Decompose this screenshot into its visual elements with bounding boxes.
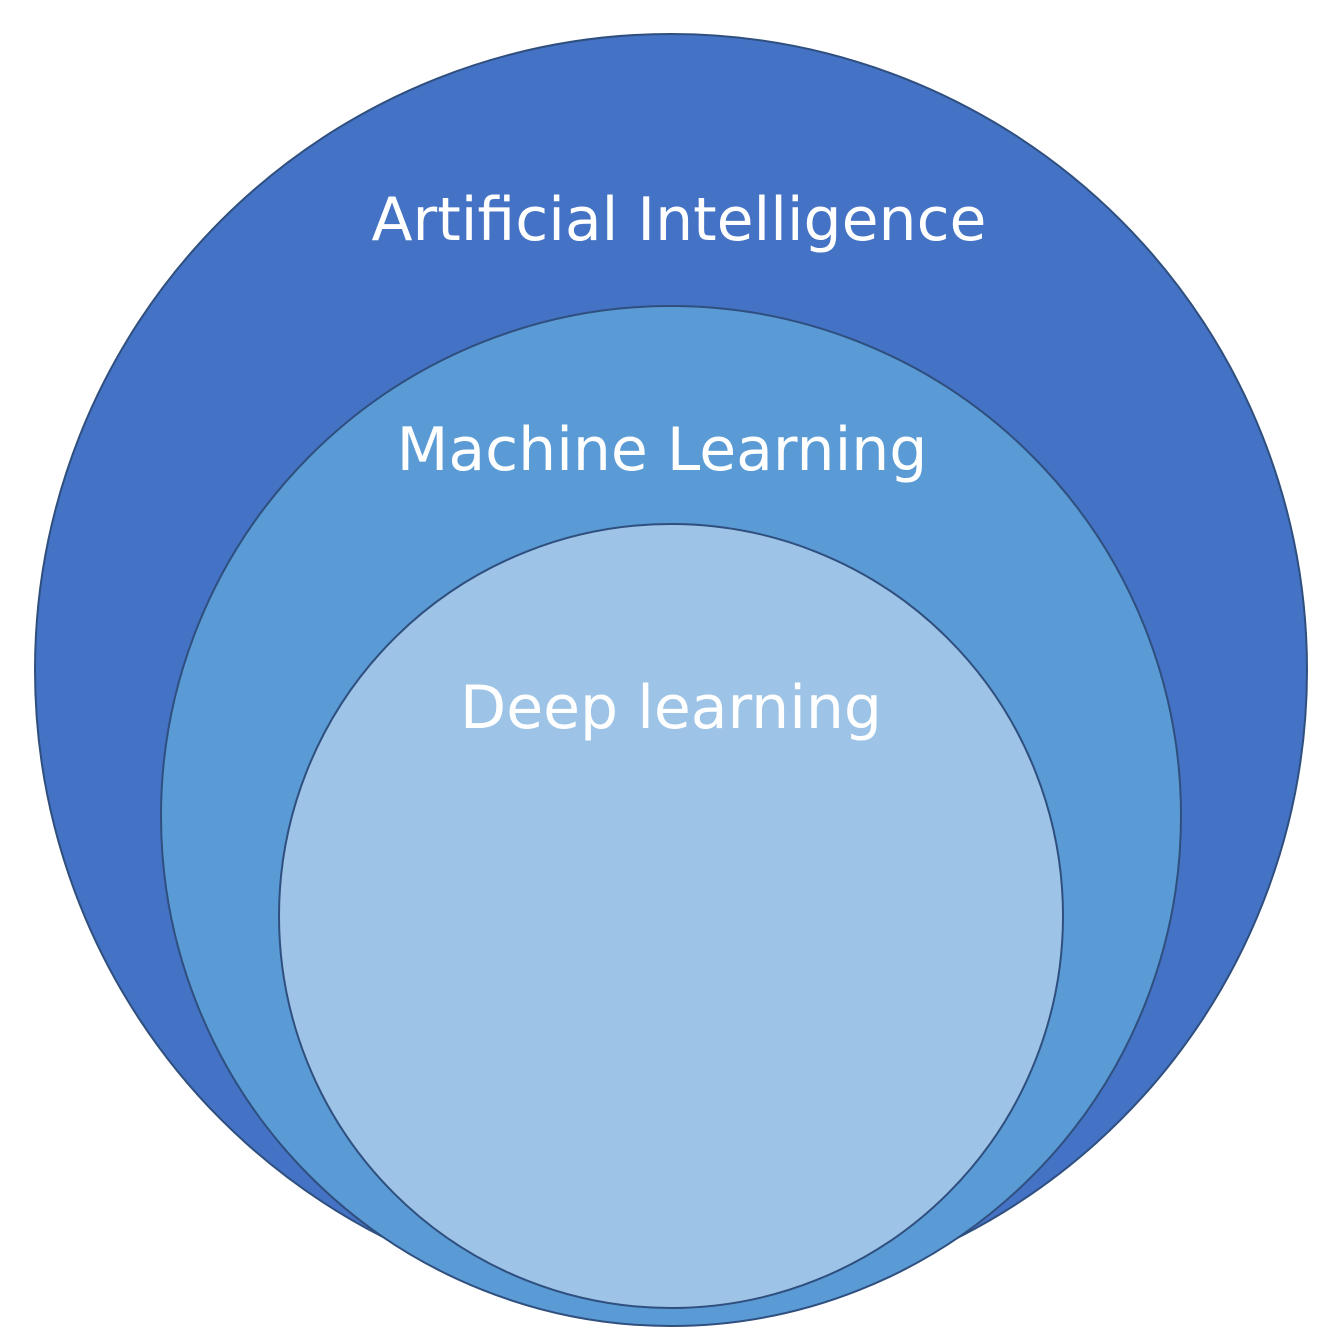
ml-label: Machine Learning bbox=[397, 415, 928, 485]
dl-circle bbox=[278, 523, 1064, 1309]
dl-label: Deep learning bbox=[460, 673, 882, 743]
ai-label: Artificial Intelligence bbox=[372, 185, 987, 255]
